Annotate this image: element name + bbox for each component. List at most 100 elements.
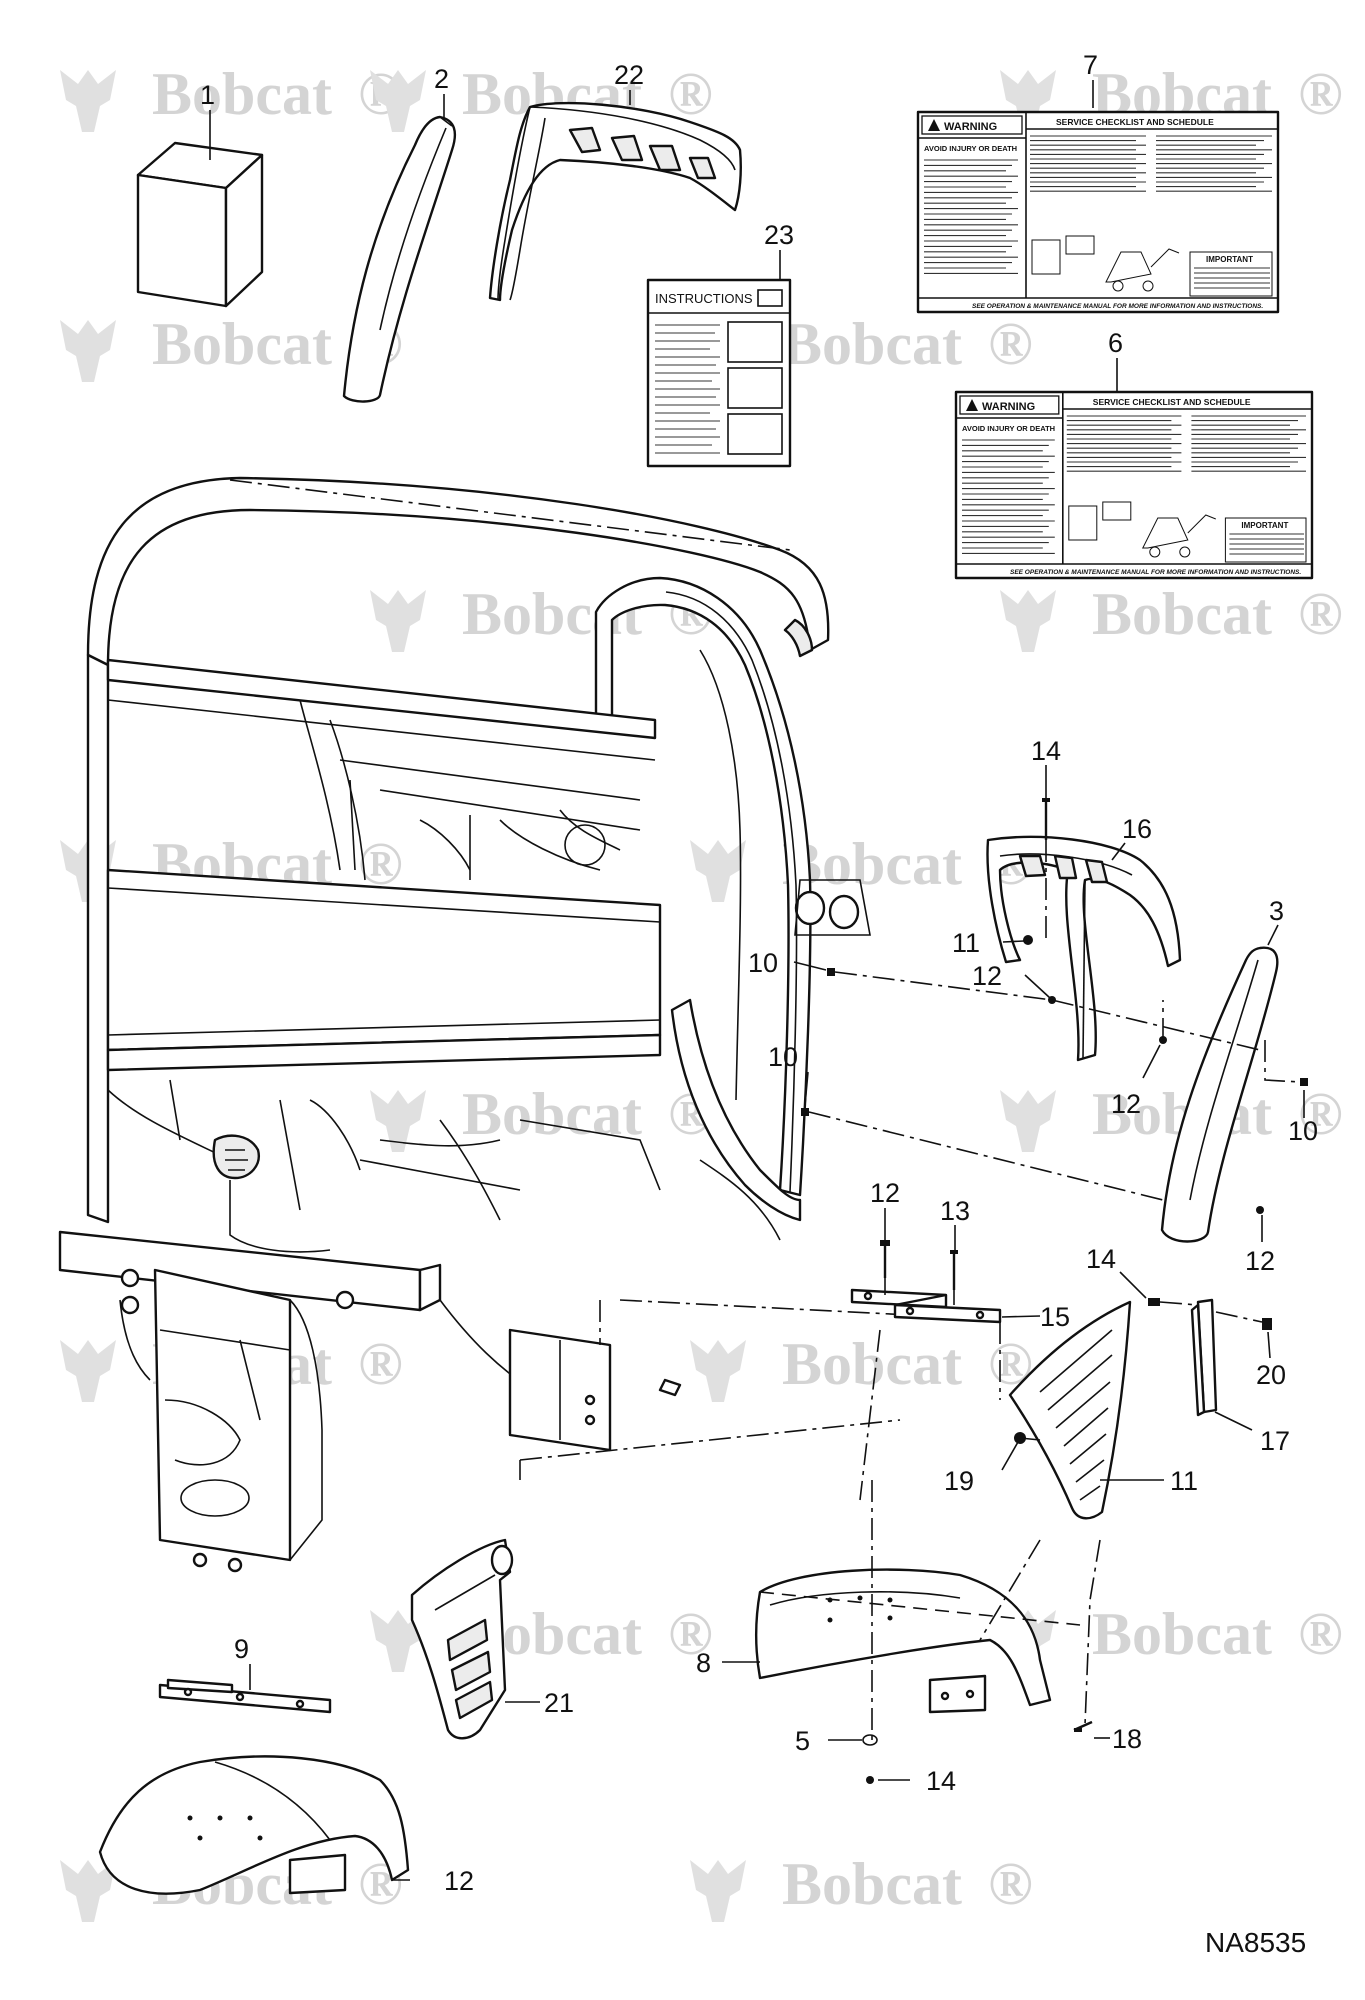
part-16-side-panel — [986, 835, 1182, 1062]
decal-checklist-title: SERVICE CHECKLIST AND SCHEDULE — [1093, 397, 1251, 407]
watermark-mark: ® — [668, 61, 713, 127]
nut-12-c — [1256, 1206, 1264, 1214]
screw-10-a — [827, 968, 835, 976]
nut-11-top — [1023, 935, 1033, 945]
callout: 15 — [1040, 1302, 1070, 1332]
callout: 10 — [748, 948, 778, 978]
watermark-mark: ® — [1298, 61, 1343, 127]
decal-subtitle: AVOID INJURY OR DEATH — [924, 144, 1017, 153]
part-22-side-panel — [488, 101, 742, 302]
bobcat-logo-icon — [1000, 70, 1056, 132]
watermark-mark: ® — [358, 1331, 403, 1397]
decal-footer: SEE OPERATION & MAINTENANCE MANUAL FOR M… — [972, 303, 1263, 310]
bobcat-logo-icon — [370, 1090, 426, 1152]
callout: 22 — [614, 60, 644, 90]
callout: 12 — [972, 961, 1002, 991]
decal-footer: SEE OPERATION & MAINTENANCE MANUAL FOR M… — [1010, 569, 1301, 576]
callout: 18 — [1112, 1724, 1142, 1754]
screw-15 — [1148, 1298, 1160, 1306]
callout: 23 — [764, 220, 794, 250]
bobcat-logo-icon — [60, 1340, 116, 1402]
callout: 16 — [1122, 814, 1152, 844]
decal-warning: WARNING — [944, 121, 997, 133]
bobcat-watermark: Bobcat® — [690, 1851, 1033, 1922]
watermark-text: Bobcat — [152, 311, 332, 377]
nut-12-bottom — [866, 1776, 874, 1784]
decal-warning: WARNING — [982, 401, 1035, 413]
loader-icon — [1105, 251, 1152, 283]
callout: 1 — [200, 80, 215, 110]
callout: 13 — [940, 1196, 970, 1226]
callout: 12 — [1245, 1246, 1275, 1276]
bobcat-logo-icon — [60, 1860, 116, 1922]
assembly-lines — [759, 840, 1301, 1740]
callout: 3 — [1269, 896, 1284, 926]
callout: 7 — [1083, 50, 1098, 80]
screw-14-bottom — [1073, 1720, 1093, 1732]
bobcat-watermark: Bobcat ® — [1000, 581, 1343, 652]
watermark-mark: ® — [988, 311, 1033, 377]
callout: 8 — [696, 1648, 711, 1678]
screw-14-mid — [950, 1250, 958, 1290]
part-5-fender — [755, 1568, 1052, 1714]
decal-subtitle: AVOID INJURY OR DEATH — [962, 424, 1055, 433]
watermark-text: Bobcat — [782, 311, 962, 377]
decal-important: IMPORTANT — [1206, 255, 1253, 264]
callout: 5 — [795, 1726, 810, 1756]
watermark-text: Bobcat — [782, 1851, 962, 1917]
screw-10-b — [801, 1108, 809, 1116]
part-9-grille — [1008, 1300, 1132, 1520]
bobcat-watermark: Bobcat® — [1000, 1601, 1343, 1672]
bobcat-logo-icon — [1000, 590, 1056, 652]
callout: 12 — [1111, 1089, 1141, 1119]
bobcat-logo-icon — [690, 840, 746, 902]
callout-labels: 1 2 22 7 23 6 14 16 3 11 10 12 12 10 10 … — [200, 50, 1318, 1896]
decal-checklist-title: SERVICE CHECKLIST AND SCHEDULE — [1056, 117, 1214, 127]
watermark-mark: ® — [1298, 1081, 1343, 1147]
watermark-mark: ® — [1298, 581, 1343, 647]
part-1-box — [136, 141, 264, 308]
bobcat-watermark: Bobcat® — [370, 1081, 713, 1152]
decal-important: IMPORTANT — [1241, 521, 1288, 530]
bobcat-watermark: Bobcat® — [60, 61, 403, 132]
callout: 17 — [1260, 1426, 1290, 1456]
warning-triangle-icon — [928, 119, 940, 131]
bobcat-logo-icon — [1000, 1090, 1056, 1152]
part-20-bracket — [850, 1288, 1002, 1324]
part-7-decal: WARNING AVOID INJURY OR DEATH SERVICE CHEC… — [916, 110, 1280, 314]
watermark-text: Bobcat — [1092, 1601, 1272, 1667]
bobcat-logo-icon — [60, 320, 116, 382]
watermark-text: Bobcat — [782, 1331, 962, 1397]
callout: 6 — [1108, 328, 1123, 358]
callout: 9 — [234, 1634, 249, 1664]
screw-10-right — [1300, 1078, 1308, 1086]
callout: 10 — [768, 1042, 798, 1072]
bobcat-logo-icon — [370, 590, 426, 652]
screw-13 — [880, 1240, 890, 1278]
callout: 20 — [1256, 1360, 1286, 1390]
callout: 11 — [1170, 1466, 1198, 1496]
bobcat-watermark: Bobcat® — [690, 1331, 1033, 1402]
callout: 12 — [444, 1866, 474, 1896]
watermark-text: Bobcat — [1092, 581, 1272, 647]
callout: 12 — [870, 1178, 900, 1208]
cab-frame — [58, 476, 911, 1573]
callout: 10 — [1288, 1116, 1318, 1146]
callout: 14 — [1031, 736, 1061, 766]
part-21-bracket — [158, 1678, 332, 1714]
callout: 11 — [952, 928, 980, 958]
bobcat-logo-icon — [690, 1860, 746, 1922]
part-23-instructions-card: INSTRUCTIONS — [646, 278, 792, 468]
warning-triangle-icon — [966, 399, 978, 411]
leader-lines — [209, 80, 1305, 1881]
watermark-mark: ® — [668, 1601, 713, 1667]
callout: 2 — [434, 64, 449, 94]
part-19-bracket — [1190, 1298, 1218, 1417]
part-8-housing — [410, 1538, 514, 1740]
part-6-decal: WARNING AVOID INJURY OR DEATH SERVICE CHEC… — [954, 390, 1314, 580]
bobcat-logo-icon — [60, 70, 116, 132]
part-3-trim — [1160, 946, 1279, 1243]
washer-18 — [862, 1734, 878, 1746]
part-4-fender — [98, 1755, 410, 1895]
